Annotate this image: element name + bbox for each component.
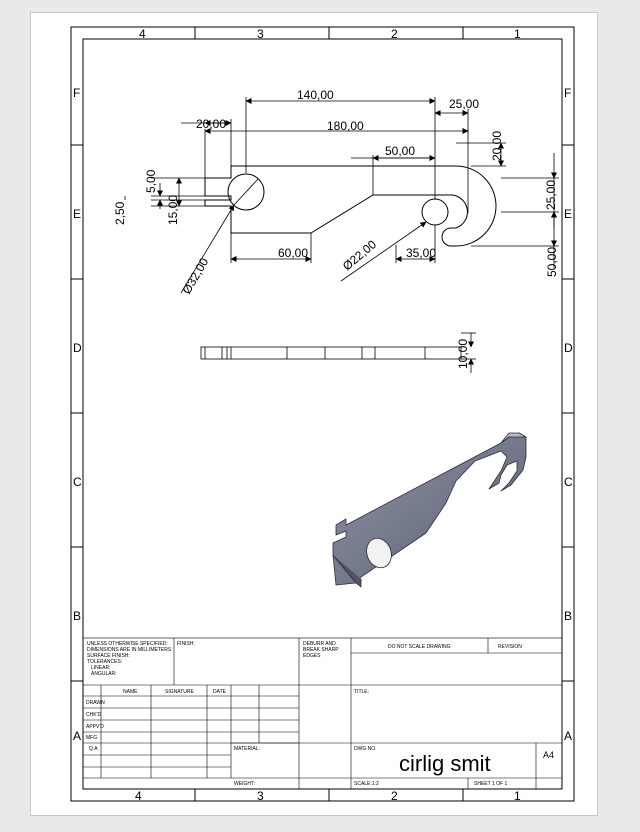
- finish-label: FINISH:: [177, 641, 195, 647]
- zone-labels: 4 3 2 1 4 3 2 1 F E D C B A F E D C B A: [73, 27, 573, 803]
- weight-label: WEIGHT:: [234, 781, 255, 787]
- zone-left-f: F: [73, 86, 80, 100]
- zone-left-d: D: [73, 341, 82, 355]
- deburr-line-3: EDGES: [303, 653, 321, 659]
- drawing-title: cirlig smit: [399, 751, 491, 776]
- title-label: TITLE:: [354, 689, 369, 695]
- dim-20-left: 20,00: [196, 117, 226, 131]
- dim-5: 5,00: [144, 169, 158, 193]
- zone-top-1: 1: [514, 27, 521, 41]
- sheet-count: SHEET 1 OF 1: [474, 781, 507, 787]
- dim-2-5: 2,50: [113, 201, 127, 225]
- dimension-texts: 140,00 25,00 20,00 180,00 50,00 20,00 5,…: [113, 88, 559, 369]
- dimension-lines: [124, 97, 559, 294]
- zone-left-b: B: [73, 609, 81, 623]
- col-name: NAME: [123, 689, 138, 695]
- row-approved: APPV'D: [86, 724, 104, 730]
- dim-10: 10,00: [456, 339, 470, 369]
- note-dimensions: DIMENSIONS ARE IN MILLIMETERS: [87, 647, 172, 653]
- dwg-no-label: DWG NO.: [354, 746, 377, 752]
- note-surface: SURFACE FINISH:: [87, 653, 130, 659]
- title-block-texts: UNLESS OTHERWISE SPECIFIED: DIMENSIONS A…: [86, 641, 554, 787]
- zone-bottom-4: 4: [135, 789, 142, 803]
- zone-bottom-1: 1: [514, 789, 521, 803]
- dim-60: 60,00: [278, 246, 308, 260]
- dim-50-inner: 50,00: [385, 144, 415, 158]
- dim-50-right: 50,00: [545, 247, 559, 277]
- zone-left-e: E: [73, 207, 81, 221]
- dim-35: 35,00: [406, 246, 436, 260]
- deburr-line-2: BREAK SHARP: [303, 647, 339, 653]
- title-block-lines: [82, 637, 563, 790]
- zone-right-f: F: [564, 86, 571, 100]
- zone-top-3: 3: [257, 27, 264, 41]
- revision-label: REVISION: [498, 644, 522, 650]
- note-linear: LINEAR:: [91, 665, 110, 671]
- zone-bottom-2: 2: [391, 789, 398, 803]
- col-signature: SIGNATURE: [165, 689, 194, 695]
- zone-top-2: 2: [391, 27, 398, 41]
- dim-dia-32: Ø32,00: [179, 255, 211, 296]
- row-drawn: DRAWN: [86, 700, 105, 706]
- material-label: MATERIAL:: [234, 746, 260, 752]
- col-date: DATE: [213, 689, 227, 695]
- scale-label: SCALE:1:2: [354, 781, 379, 787]
- dim-25-top: 25,00: [449, 97, 479, 111]
- zone-left-a: A: [73, 729, 81, 743]
- zone-right-a: A: [564, 729, 572, 743]
- dim-25-right: 25,00: [544, 180, 558, 210]
- note-tolerances: TOLERANCES:: [87, 659, 122, 665]
- do-not-scale: DO NOT SCALE DRAWING: [388, 644, 451, 650]
- row-qa: Q.A: [89, 746, 98, 752]
- dim-20-right: 20,00: [490, 131, 504, 161]
- deburr-line-1: DEBURR AND: [303, 641, 336, 647]
- zone-bottom-3: 3: [257, 789, 264, 803]
- zone-left-c: C: [73, 475, 82, 489]
- dim-180: 180,00: [327, 119, 364, 133]
- note-unless: UNLESS OTHERWISE SPECIFIED:: [87, 641, 168, 647]
- sheet-size: A4: [543, 750, 554, 760]
- side-view: [200, 332, 476, 373]
- zone-right-e: E: [564, 207, 572, 221]
- zone-right-d: D: [564, 341, 573, 355]
- drawing-sheet: 4 3 2 1 4 3 2 1 F E D C B A F E D C B A: [30, 12, 598, 816]
- isometric-view: [332, 432, 527, 588]
- zone-right-c: C: [564, 475, 573, 489]
- zone-top-4: 4: [139, 27, 146, 41]
- dim-15: 15,00: [166, 195, 180, 225]
- top-view-outline: [204, 165, 497, 247]
- row-checked: CHK'D: [86, 712, 102, 718]
- technical-drawing: 4 3 2 1 4 3 2 1 F E D C B A F E D C B A: [70, 26, 575, 803]
- row-mfg: MFG: [86, 735, 97, 741]
- note-angular: ANGULAR:: [91, 671, 117, 677]
- zone-right-b: B: [564, 609, 572, 623]
- dim-140: 140,00: [297, 88, 334, 102]
